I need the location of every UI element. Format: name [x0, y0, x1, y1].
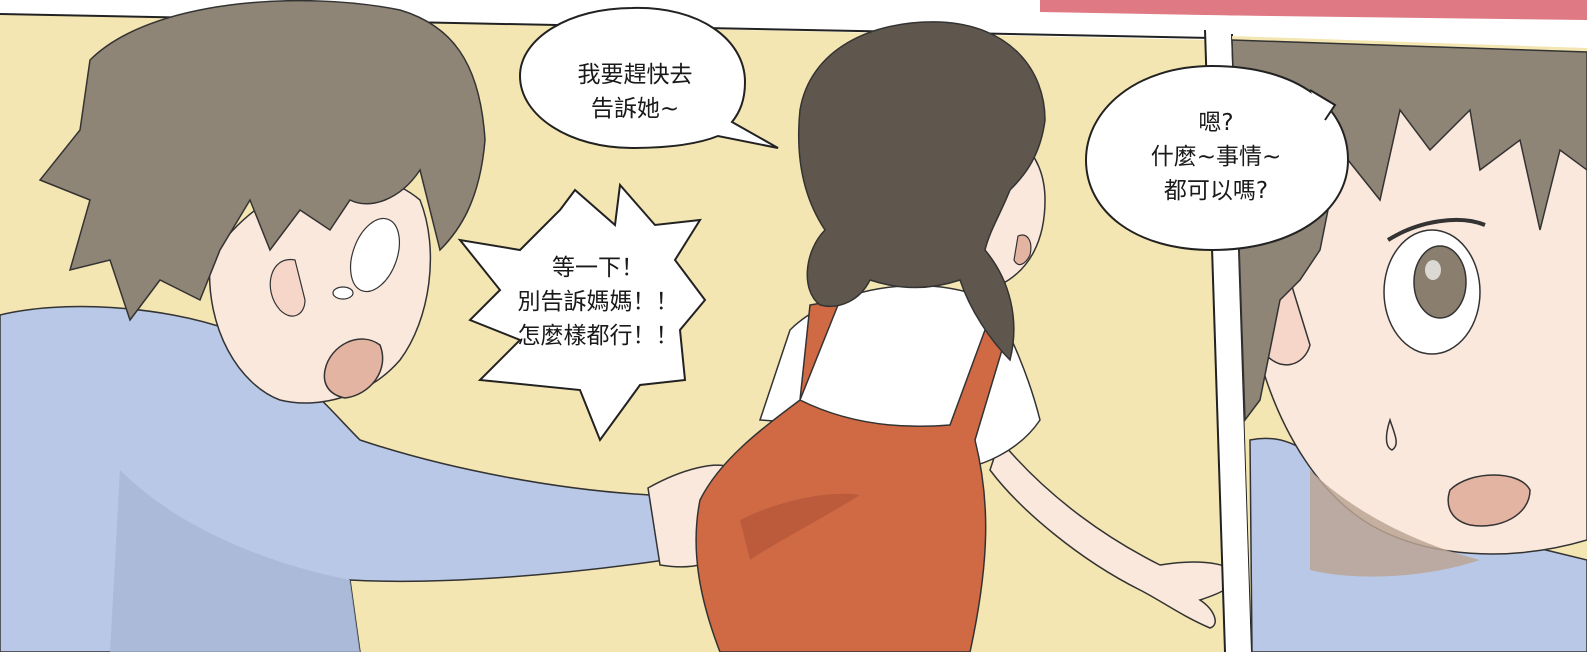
boy-hair: [38, 0, 486, 322]
speech-top-line-1: 我要趕快去: [577, 62, 693, 88]
girl-mouth: [1013, 234, 1032, 266]
girl-dress: [695, 299, 1006, 652]
speech-right-line-2: 什麼~事情~: [1150, 144, 1282, 170]
right-boy-sweat: [1385, 417, 1397, 451]
burst-line-1: 等一下！: [552, 255, 644, 281]
right-boy-eyebrow: [1386, 218, 1486, 242]
top-strip: [1040, 0, 1587, 22]
boy-eye: [349, 217, 401, 293]
burst-line-3: 怎麼樣都行！！: [517, 323, 679, 349]
speech-right-line-3: 都可以嗎?: [1163, 178, 1269, 204]
right-boy-neck-shadow: [1310, 470, 1480, 577]
burst-text: 等一下！ 別告訴媽媽！！ 怎麼樣都行！！: [498, 251, 698, 353]
girl-hair: [797, 21, 1046, 362]
speech-top-line-2: 告訴她~: [590, 96, 680, 122]
right-boy-mouth: [1447, 474, 1531, 527]
boy-pupil: [332, 286, 354, 300]
boy-arm-shadow: [110, 470, 360, 652]
girl-figure: [695, 21, 1241, 652]
speech-bubble-right: [1084, 64, 1350, 252]
right-boy-pupil-highlight: [1425, 260, 1441, 280]
boy-mouth: [323, 338, 384, 399]
girl-dress-fold: [740, 493, 860, 560]
burst-bubble: [457, 182, 707, 443]
speech-right-text: 嗯? 什麼~事情~ 都可以嗎?: [1116, 106, 1316, 208]
right-boy-iris: [1413, 245, 1467, 319]
speech-bubble-top: [518, 6, 779, 150]
right-panel: [1084, 36, 1587, 652]
speech-right-line-1: 嗯?: [1198, 110, 1234, 136]
girl-arm: [989, 438, 1241, 629]
speech-top-text: 我要趕快去 告訴她~: [540, 58, 730, 126]
boy-ear: [269, 259, 306, 317]
burst-line-2: 別告訴媽媽！！: [517, 289, 679, 315]
